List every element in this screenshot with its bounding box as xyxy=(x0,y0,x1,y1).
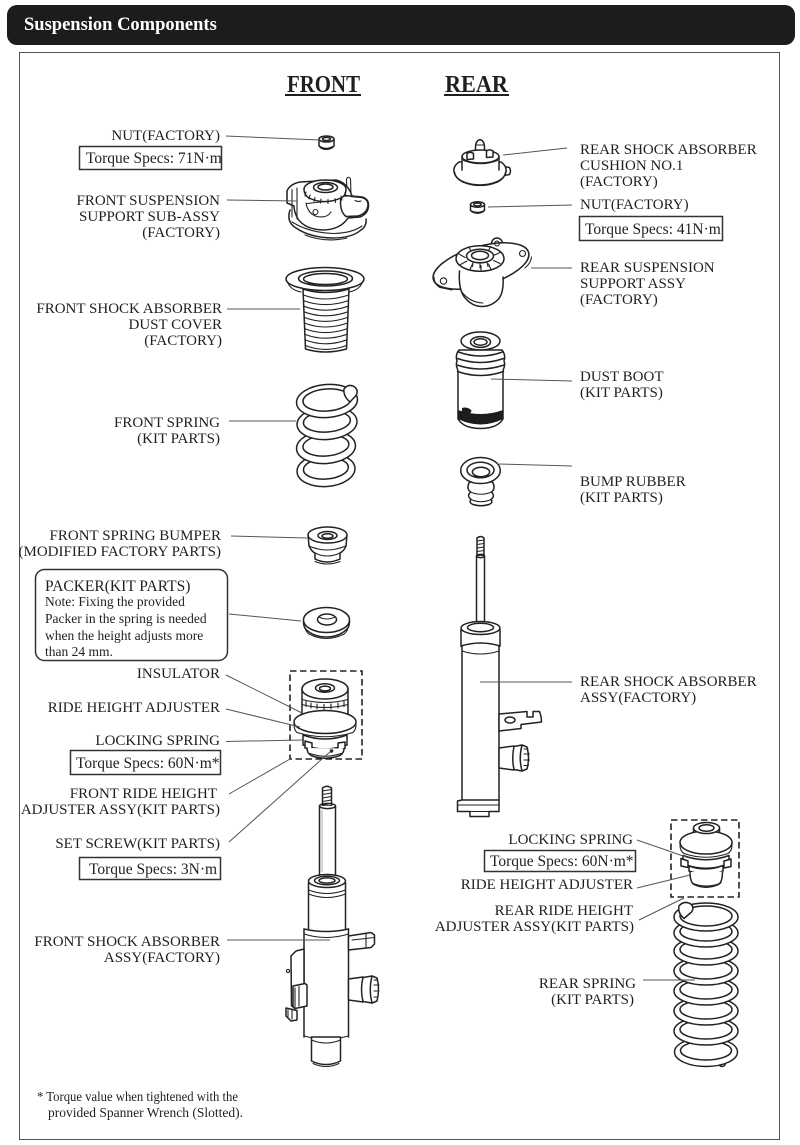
svg-text:ASSY(FACTORY): ASSY(FACTORY) xyxy=(580,690,696,706)
svg-text:INSULATOR: INSULATOR xyxy=(137,666,220,682)
svg-text:SUPPORT ASSY: SUPPORT ASSY xyxy=(580,276,686,292)
svg-text:REAR SHOCK ABSORBER: REAR SHOCK ABSORBER xyxy=(580,142,757,158)
svg-text:(KIT PARTS): (KIT PARTS) xyxy=(137,431,220,447)
svg-text:REAR SUSPENSION: REAR SUSPENSION xyxy=(580,260,715,276)
svg-text:(KIT PARTS): (KIT PARTS) xyxy=(580,490,663,506)
svg-text:Torque Specs: 3N·m: Torque Specs: 3N·m xyxy=(89,861,217,878)
svg-text:(FACTORY): (FACTORY) xyxy=(580,292,658,308)
svg-text:DUST BOOT: DUST BOOT xyxy=(580,369,663,385)
svg-text:(KIT PARTS): (KIT PARTS) xyxy=(551,992,634,1008)
svg-text:Note: Fixing the provided: Note: Fixing the provided xyxy=(45,594,185,609)
svg-text:FRONT SUSPENSION: FRONT SUSPENSION xyxy=(76,193,220,209)
svg-text:ADJUSTER ASSY(KIT PARTS): ADJUSTER ASSY(KIT PARTS) xyxy=(435,919,634,935)
svg-text:* Torque value when tightened: * Torque value when tightened with the xyxy=(37,1089,238,1104)
svg-text:Torque Specs: 60N·m*: Torque Specs: 60N·m* xyxy=(490,853,634,870)
svg-text:Packer in the spring is needed: Packer in the spring is needed xyxy=(45,611,207,626)
svg-text:FRONT SHOCK ABSORBER: FRONT SHOCK ABSORBER xyxy=(34,934,220,950)
svg-text:(KIT PARTS): (KIT PARTS) xyxy=(580,385,663,401)
svg-text:FRONT: FRONT xyxy=(287,72,360,98)
svg-text:Torque Specs: 41N·m: Torque Specs: 41N·m xyxy=(585,221,721,238)
svg-text:NUT(FACTORY): NUT(FACTORY) xyxy=(580,197,689,213)
svg-text:when the height adjusts more: when the height adjusts more xyxy=(45,628,203,643)
svg-text:REAR RIDE HEIGHT: REAR RIDE HEIGHT xyxy=(495,903,633,919)
svg-text:FRONT SPRING: FRONT SPRING xyxy=(114,415,220,431)
svg-text:REAR: REAR xyxy=(445,72,509,98)
svg-text:(FACTORY): (FACTORY) xyxy=(144,333,222,349)
svg-text:SUPPORT SUB-ASSY: SUPPORT SUB-ASSY xyxy=(79,209,220,225)
svg-text:PACKER(KIT PARTS): PACKER(KIT PARTS) xyxy=(45,578,190,595)
svg-text:SET SCREW(KIT PARTS): SET SCREW(KIT PARTS) xyxy=(55,836,220,852)
svg-text:DUST COVER: DUST COVER xyxy=(129,317,223,333)
svg-text:than 24 mm.: than 24 mm. xyxy=(45,644,113,659)
svg-text:LOCKING SPRING: LOCKING SPRING xyxy=(95,733,220,749)
svg-text:Suspension Components: Suspension Components xyxy=(24,15,217,35)
svg-text:RIDE HEIGHT ADJUSTER: RIDE HEIGHT ADJUSTER xyxy=(48,700,220,716)
svg-text:(FACTORY): (FACTORY) xyxy=(142,225,220,241)
svg-text:FRONT RIDE HEIGHT: FRONT RIDE HEIGHT xyxy=(70,786,217,802)
svg-text:Torque Specs: 60N·m*: Torque Specs: 60N·m* xyxy=(76,755,220,772)
svg-text:REAR SPRING: REAR SPRING xyxy=(539,976,636,992)
svg-text:FRONT SHOCK ABSORBER: FRONT SHOCK ABSORBER xyxy=(36,301,222,317)
svg-text:ASSY(FACTORY): ASSY(FACTORY) xyxy=(104,950,220,966)
svg-text:CUSHION NO.1: CUSHION NO.1 xyxy=(580,158,683,174)
svg-text:BUMP RUBBER: BUMP RUBBER xyxy=(580,474,686,490)
svg-text:NUT(FACTORY): NUT(FACTORY) xyxy=(111,128,220,144)
svg-text:(MODIFIED FACTORY PARTS): (MODIFIED FACTORY PARTS) xyxy=(19,544,221,560)
svg-text:FRONT SPRING BUMPER: FRONT SPRING BUMPER xyxy=(50,528,221,544)
svg-text:ADJUSTER ASSY(KIT PARTS): ADJUSTER ASSY(KIT PARTS) xyxy=(21,802,220,818)
svg-text:Torque Specs: 71N·m: Torque Specs: 71N·m xyxy=(86,150,222,167)
svg-text:(FACTORY): (FACTORY) xyxy=(580,174,658,190)
svg-text:provided Spanner Wrench (Slott: provided Spanner Wrench (Slotted). xyxy=(48,1105,243,1120)
svg-text:LOCKING SPRING: LOCKING SPRING xyxy=(508,832,633,848)
svg-text:RIDE HEIGHT ADJUSTER: RIDE HEIGHT ADJUSTER xyxy=(461,877,633,893)
svg-text:REAR SHOCK ABSORBER: REAR SHOCK ABSORBER xyxy=(580,674,757,690)
